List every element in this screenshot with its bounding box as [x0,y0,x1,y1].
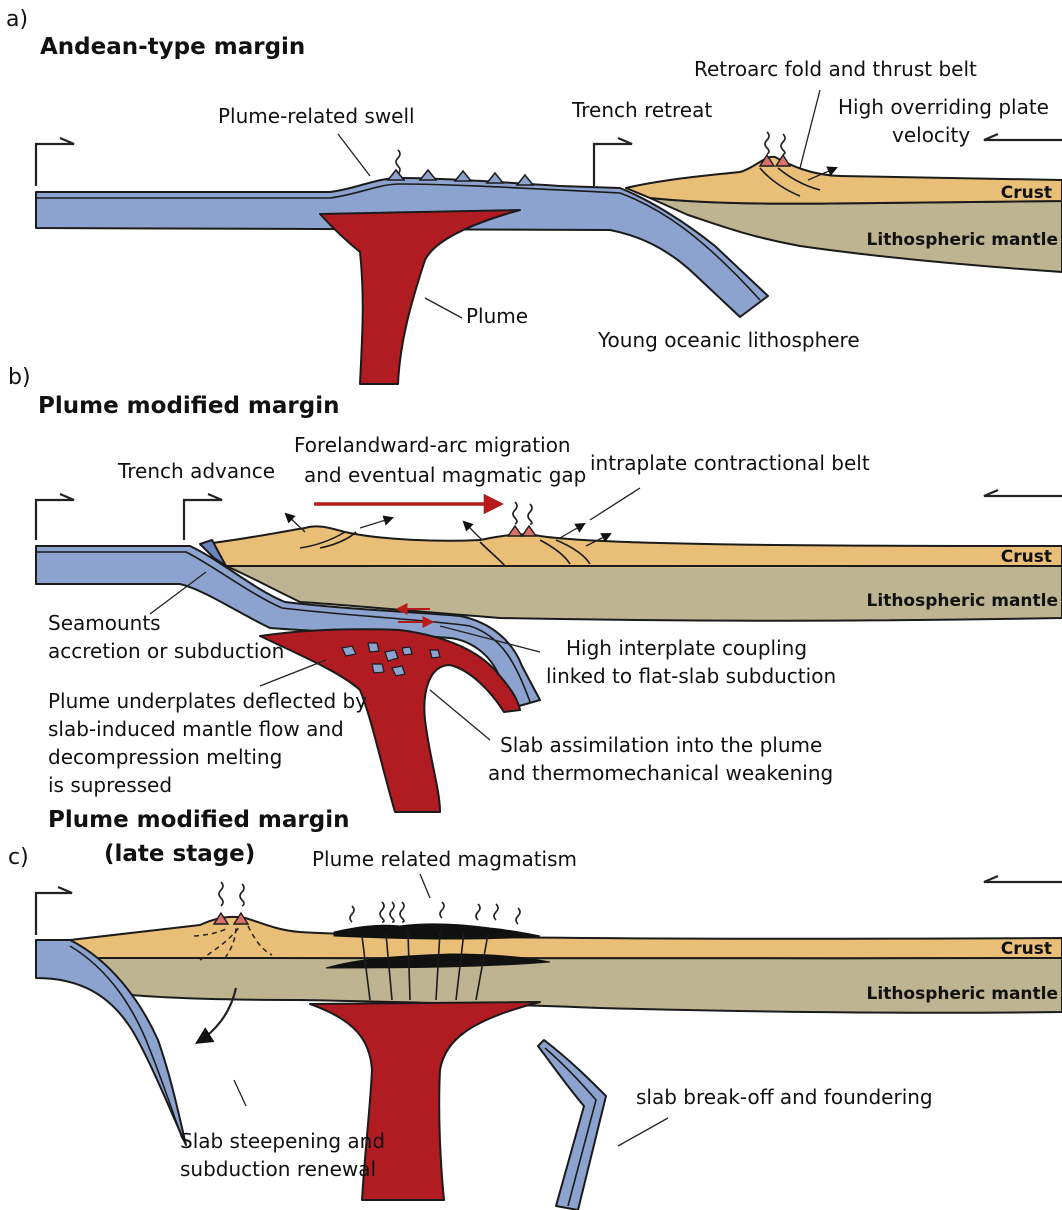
panel-b-letter: b) [8,365,31,390]
label-velocity-line1: High overriding plate [838,95,1049,119]
panel-a: a) Andean-type margin [6,7,1062,384]
label-seamounts-line2: accretion or subduction [48,639,284,663]
label-breakoff: slab break-off and foundering [636,1085,933,1109]
label-assimilation-line1: Slab assimilation into the plume [500,733,822,757]
label-velocity-line2: velocity [892,123,970,147]
label-mantle-a: Lithospheric mantle [867,230,1058,250]
label-migration-line1: Forelandward-arc migration [294,433,571,457]
panel-b: b) Plume modified margin [8,365,1062,812]
label-young-slab: Young oceanic lithosphere [597,328,860,352]
label-assimilation-line2: and thermomechanical weakening [488,761,833,785]
label-mantle-c: Lithospheric mantle [867,984,1058,1004]
panel-b-title: Plume modified margin [38,393,339,419]
magma-surface [334,924,540,939]
overriding-crust-c [50,917,1062,959]
label-retroarc: Retroarc fold and thrust belt [694,57,977,81]
label-steepening-line1: Slab steepening and [180,1129,385,1153]
label-underplate-line2: slab-induced mantle flow and [48,717,344,741]
label-coupling-line2: linked to flat-slab subduction [546,664,836,688]
label-underplate-line1: Plume underplates deflected by [48,689,367,713]
label-plume-swell: Plume-related swell [218,104,415,128]
panel-c-letter: c) [8,845,29,870]
panel-c: Plume modified margin (late stage) c) [8,807,1062,1210]
label-crust-a: Crust [1001,183,1052,203]
label-underplate-line3: decompression melting [48,745,282,769]
panel-c-subtitle: (late stage) [104,841,255,867]
label-contractional-belt: intraplate contractional belt [590,451,870,475]
label-plume-magmatism: Plume related magmatism [312,847,577,871]
label-plume-a: Plume [466,304,528,328]
label-seamounts-line1: Seamounts [48,611,161,635]
panel-c-title: Plume modified margin [48,807,349,833]
label-crust-b: Crust [1001,547,1052,567]
plume-a [320,210,520,384]
label-trench-advance: Trench advance [117,459,275,483]
panel-a-letter: a) [6,7,28,32]
overriding-crust [626,157,1062,204]
panel-a-title: Andean-type margin [40,34,305,60]
label-mantle-b: Lithospheric mantle [867,591,1058,611]
overriding-crust-b [204,526,1062,567]
label-underplate-line4: is supressed [48,773,172,797]
label-steepening-line2: subduction renewal [180,1157,376,1181]
label-migration-line2: and eventual magmatic gap [304,463,586,487]
label-trench-retreat: Trench retreat [571,98,712,122]
oceanic-slab-detached [538,1040,606,1210]
label-coupling-line1: High interplate coupling [566,636,807,660]
label-crust-c: Crust [1001,939,1052,959]
